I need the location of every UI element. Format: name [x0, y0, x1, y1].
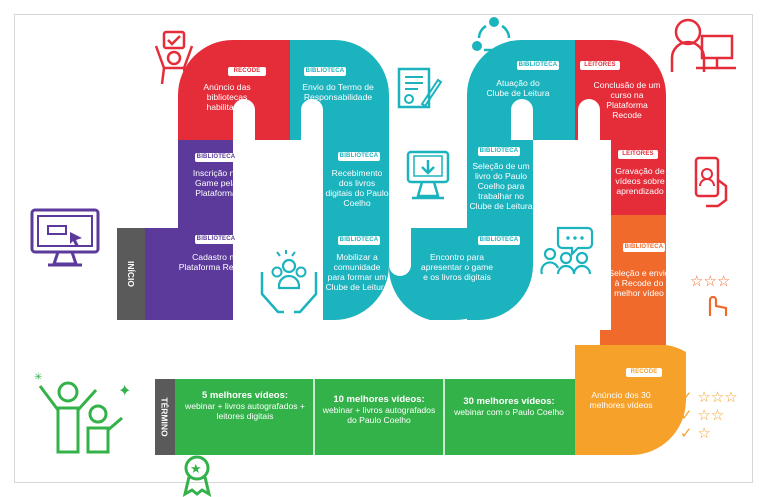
step-9-tag: BIBLIOTECA [517, 61, 559, 70]
road-inner-arc-1 [233, 99, 255, 140]
prize-30-title: 30 melhores vídeos: [463, 396, 555, 407]
step-11-text: Gravação de vídeos sobre aprendizado [615, 166, 665, 196]
step-1-text: Cadastro na Plataforma Recode [178, 252, 253, 272]
step-4-tag: BIBLIOTECA [304, 67, 346, 76]
stars-hand-icon: ☆☆☆ [690, 272, 730, 316]
prize-10-text: webinar + livros autografados do Paulo C… [322, 405, 436, 425]
start-label: INÍCIO [117, 228, 145, 320]
svg-text:☆☆☆: ☆☆☆ [690, 272, 730, 290]
community-hands-icon [260, 250, 318, 314]
road-link-1 [145, 228, 178, 280]
chat-people-icon [540, 226, 594, 275]
prize-10: 10 melhores vídeos: webinar + livros aut… [318, 394, 440, 425]
road-step-5 [323, 140, 389, 228]
svg-text:✳: ✳ [34, 372, 42, 383]
road-step-3 [178, 40, 290, 140]
prize-30-text: webinar com o Paulo Coelho [454, 407, 564, 417]
prize-5: 5 melhores vídeos: webinar + livros auto… [180, 390, 310, 421]
svg-text:✓ ☆: ✓ ☆ [680, 424, 711, 442]
prize-5-title: 5 melhores vídeos: [201, 390, 289, 401]
step-3-text: Anúncio das bibliotecas habilitadas [203, 82, 251, 112]
step-12-text: Seleção e envio à Recode do melhor vídeo [608, 268, 670, 298]
frame-border [14, 14, 753, 483]
step-13-tag: RECODE [626, 368, 662, 377]
step-10-tag: LEITORES [580, 61, 620, 70]
step-13-text: Anúncio dos 30 melhores vídeos [589, 390, 653, 410]
road-step-4 [290, 40, 389, 140]
end-label: TÉRMINO [155, 379, 175, 455]
svg-text:✓ ☆☆☆: ✓ ☆☆☆ [680, 388, 738, 406]
road-step-2 [178, 140, 233, 228]
celebrating-people-icon: ✦ ✳ [34, 372, 131, 454]
step-5-tag: BIBLIOTECA [338, 152, 380, 161]
svg-text:✦: ✦ [118, 381, 131, 400]
step-12-tag: BIBLIOTECA [623, 243, 665, 252]
step-4-text: Envio do Termo de Responsabilidade [302, 82, 374, 102]
step-11-tag: LEITORES [618, 150, 658, 159]
person-check-icon [154, 30, 194, 85]
step-6-tag: BIBLIOTECA [338, 236, 380, 245]
person-computer-icon [670, 18, 736, 72]
road-step-8 [467, 140, 533, 228]
award-medal-icon: ★ [182, 455, 212, 497]
step-8-tag: BIBLIOTECA [478, 147, 520, 156]
prize-10-title: 10 melhores vídeos: [333, 394, 425, 405]
step-7-tag: BIBLIOTECA [478, 236, 520, 245]
step-2-tag: BIBLIOTECA [195, 153, 237, 162]
computer-monitor-icon [30, 208, 100, 267]
document-sign-icon [397, 67, 443, 109]
rating-checks-icon: ✓ ☆☆☆ ✓ ☆☆ ✓ ☆ [680, 388, 738, 442]
road-step-6 [323, 228, 389, 320]
svg-text:★: ★ [190, 462, 202, 477]
step-1-tag: BIBLIOTECA [195, 235, 237, 244]
road-link-2 [467, 228, 533, 320]
step-9-text: Atuação do Clube de Leitura [486, 78, 550, 98]
step-5-text: Recebimento dos livros digitais do Paulo… [325, 168, 389, 208]
step-6-text: Mobilizar a comunidade para formar um Cl… [325, 252, 389, 292]
svg-text:✓ ☆☆: ✓ ☆☆ [680, 406, 724, 424]
phone-video-icon [694, 156, 728, 208]
road-prizes [175, 379, 575, 455]
road-inner-arc-2 [389, 228, 411, 276]
prize-30: 30 melhores vídeos: webinar com o Paulo … [446, 396, 572, 417]
network-group-icon [472, 17, 516, 52]
step-3-tag: RECODE [228, 67, 266, 76]
step-2-text: Inscrição no Game pela Plataforma [192, 168, 240, 198]
step-10-text: Conclusão de um curso na Plataforma Reco… [593, 80, 661, 120]
tablet-download-icon [406, 150, 450, 200]
step-8-text: Seleção de um livro do Paulo Coelho para… [469, 161, 533, 211]
prize-5-text: webinar + livros autografados + leitores… [185, 401, 305, 421]
step-7-text: Encontro para apresentar o game e os liv… [420, 252, 494, 282]
